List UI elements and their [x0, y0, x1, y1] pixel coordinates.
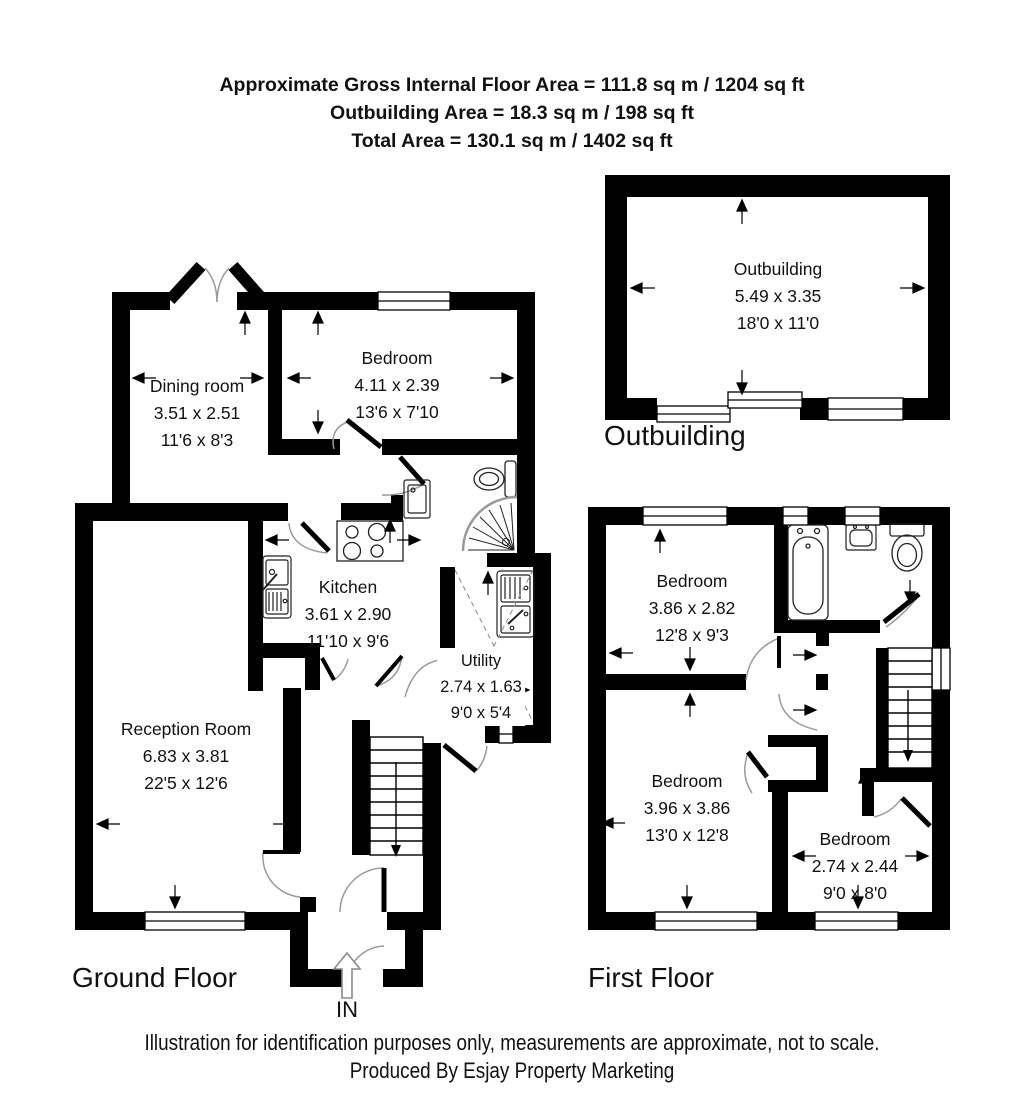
room-metric: 3.86 x 2.82 [648, 598, 736, 618]
first-floor-walls [588, 507, 950, 930]
room-name: Bedroom [819, 829, 891, 849]
dimension-arrows [95, 198, 930, 910]
stove-icon [336, 520, 404, 562]
stairs-first-floor [887, 647, 933, 769]
first-floor-label: First Floor [588, 962, 714, 993]
room-metric: 3.51 x 2.51 [153, 403, 241, 423]
room-label-bedroom-ff-1: Bedroom 3.86 x 2.82 12'8 x 9'3 [649, 568, 736, 649]
room-imperial: 12'8 x 9'3 [655, 625, 729, 645]
ground-floor-walls [75, 261, 551, 987]
outbuilding-floor-label: Outbuilding [604, 420, 746, 451]
window-ff-stairs [931, 647, 951, 691]
stairs-ground-floor [369, 736, 424, 857]
room-label-dining: Dining room 3.51 x 2.51 11'6 x 8'3 [150, 373, 244, 454]
door-panel-outbuilding-right [727, 391, 803, 409]
room-imperial: 9'0 x 8'0 [822, 883, 888, 903]
area-summary-line-2: Outbuilding Area = 18.3 sq m / 198 sq ft [330, 102, 694, 124]
kitchen-sink-icon [261, 555, 292, 619]
room-label-kitchen: Kitchen 3.61 x 2.90 11'10 x 9'6 [305, 574, 392, 655]
room-label-utility: Utility 2.74 x 1.63 9'0 x 5'4 [437, 648, 525, 726]
room-imperial: 13'0 x 12'8 [645, 825, 729, 845]
room-label-bedroom-ff-2: Bedroom 3.96 x 3.86 13'0 x 12'8 [644, 768, 731, 849]
sink-showerroom-icon [403, 479, 431, 519]
ground-floor-label: Ground Floor [72, 962, 237, 993]
room-metric: 5.49 x 3.35 [734, 286, 822, 306]
window-gf-reception [144, 911, 246, 931]
outbuilding-walls [605, 175, 950, 420]
room-imperial: 9'0 x 5'4 [450, 704, 512, 722]
utility-sink-icon [496, 570, 535, 638]
room-metric: 3.96 x 3.86 [643, 798, 731, 818]
windows [144, 291, 951, 931]
window-ff-bedroom3 [814, 911, 899, 931]
window-ff-bedroom1 [642, 506, 728, 526]
room-name: Bedroom [656, 571, 728, 591]
room-name: Bedroom [361, 348, 433, 368]
room-label-bedroom-gf: Bedroom 4.11 x 2.39 13'6 x 7'10 [354, 345, 439, 426]
room-name: Dining room [149, 376, 245, 396]
area-summary-line-1: Approximate Gross Internal Floor Area = … [219, 74, 805, 96]
room-name: Bedroom [651, 771, 723, 791]
disclaimer-text: Illustration for identification purposes… [144, 1030, 880, 1055]
toilet-gf-icon [473, 460, 517, 498]
room-metric: 3.61 x 2.90 [304, 604, 392, 624]
room-metric: 4.11 x 2.39 [354, 375, 440, 395]
room-label-reception: Reception Room 6.83 x 3.81 22'5 x 12'6 [121, 716, 251, 797]
room-imperial: 13'6 x 7'10 [355, 402, 439, 422]
room-metric: 2.74 x 1.63 [440, 678, 522, 696]
credit-text: Produced By Esjay Property Marketing [349, 1058, 675, 1083]
window-ff-bedroom2 [654, 911, 758, 931]
window-gf-utility [498, 724, 514, 744]
room-name: Outbuilding [733, 259, 823, 279]
area-summary-line-3: Total Area = 130.1 sq m / 1402 sq ft [351, 130, 673, 152]
door-panel-outbuilding-left [656, 405, 731, 423]
door-arcs [204, 267, 918, 985]
window-ff-bath-right [844, 506, 881, 526]
room-metric: 6.83 x 3.81 [142, 746, 230, 766]
room-label-outbuilding: Outbuilding 5.49 x 3.35 18'0 x 11'0 [734, 256, 823, 337]
room-imperial: 11'10 x 9'6 [306, 631, 390, 651]
room-name: Kitchen [318, 577, 378, 597]
room-name: Reception Room [120, 719, 252, 739]
room-imperial: 18'0 x 11'0 [736, 313, 820, 333]
window-ff-bath-left [782, 506, 809, 526]
bathroom-sink-icon [845, 524, 877, 551]
toilet-ff-icon [889, 523, 925, 572]
shower-icon [461, 495, 518, 552]
bath-icon [787, 524, 829, 621]
room-imperial: 22'5 x 12'6 [144, 773, 228, 793]
utility-restricted-height-lines [454, 569, 534, 723]
room-label-bedroom-ff-3: Bedroom 2.74 x 2.44 9'0 x 8'0 [812, 826, 899, 907]
entrance-label: IN [336, 997, 358, 1022]
window-outbuilding [827, 397, 904, 421]
room-name: Utility [460, 652, 502, 670]
room-metric: 2.74 x 2.44 [811, 856, 899, 876]
entrance-arrow-icon [332, 951, 362, 999]
window-gf-bedroom [377, 291, 451, 311]
room-imperial: 11'6 x 8'3 [160, 430, 234, 450]
